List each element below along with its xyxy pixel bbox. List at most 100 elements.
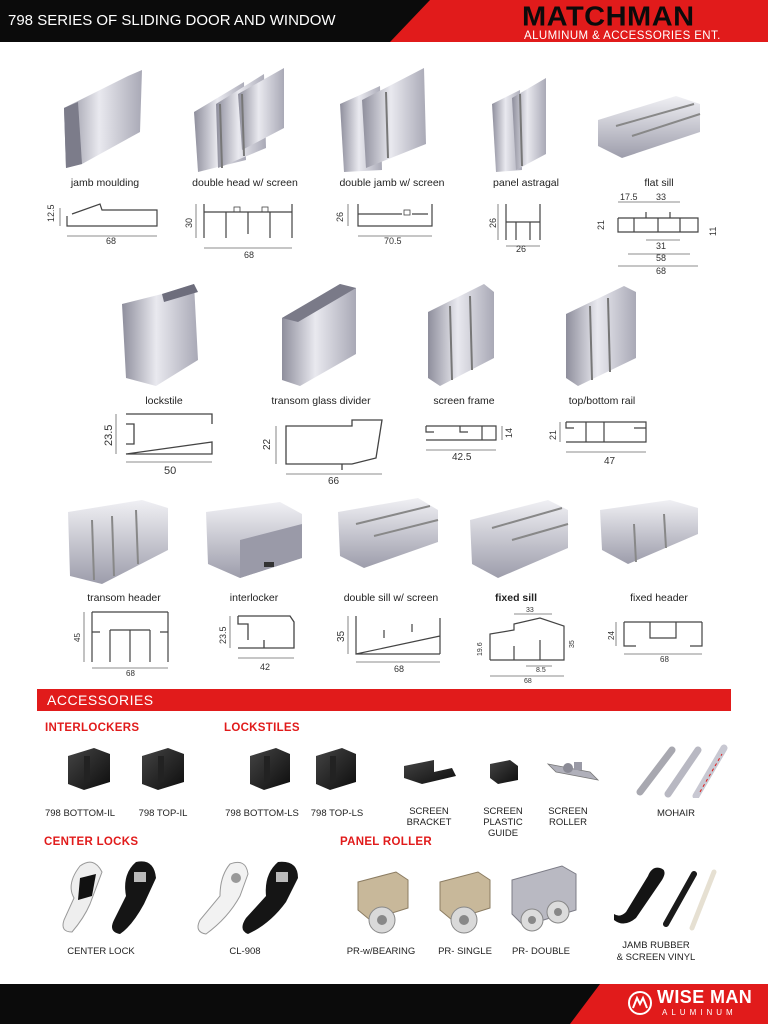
screen-plastic-guide-image [490,760,518,784]
lockstiles-heading: LOCKSTILES [224,722,300,734]
svg-text:35: 35 [336,630,347,642]
interlockers-heading: INTERLOCKERS [45,722,140,734]
svg-text:23.5: 23.5 [103,425,115,446]
svg-text:31: 31 [656,241,666,251]
svg-text:42.5: 42.5 [452,452,472,463]
pr-single-image [439,871,491,934]
footer-brand: WISE MAN [657,987,753,1007]
flat-sill-label: flat sill [644,177,674,189]
footer-red-wedge [570,984,768,1024]
fixed-sill-label: fixed sill [494,592,537,604]
svg-text:23.5: 23.5 [218,626,228,644]
screen-roller-label: SCREEN ROLLER [548,806,588,828]
double-sill-label: double sill w/ screen [343,592,439,604]
center-locks-heading: CENTER LOCKS [44,836,139,848]
svg-text:33: 33 [656,192,666,202]
transom-header-drawing: 45 68 [73,611,169,678]
screen-bracket-image [404,760,456,784]
screen-frame-image [428,284,494,386]
svg-text:14: 14 [504,428,514,438]
panel-roller-heading: PANEL ROLLER [340,836,432,848]
lockstile-label: lockstile [145,395,183,407]
svg-text:35: 35 [569,640,576,648]
svg-text:12.5: 12.5 [46,204,56,222]
svg-text:68: 68 [524,678,532,685]
double-head-drawing: 30 68 [184,204,293,260]
double-head-label: double head w/ screen [192,177,298,189]
bottom-il-image [68,748,110,790]
svg-text:30: 30 [184,218,194,228]
interlocker-label: interlocker [229,592,279,604]
top-bottom-rail-drawing: 21 47 [548,421,647,467]
interlocker-drawing: 23.5 42 [218,615,295,672]
svg-text:26: 26 [516,244,526,254]
flat-sill-image [598,96,701,158]
panel-astragal-label: panel astragal [493,177,559,189]
transom-header-image [68,500,168,584]
top-il-image [142,748,184,790]
jamb-rubber-image [614,867,717,931]
svg-text:22: 22 [262,438,273,450]
svg-text:68: 68 [394,664,404,674]
svg-text:45: 45 [73,633,82,642]
double-sill-image [338,498,439,568]
mohair-label: MOHAIR [657,808,695,819]
svg-text:68: 68 [106,236,116,246]
top-ls-label: 798 TOP-LS [310,808,364,819]
svg-text:68: 68 [656,266,666,276]
svg-text:21: 21 [596,220,606,230]
svg-text:8.5: 8.5 [536,667,546,674]
top-bottom-rail-image [566,286,636,386]
interlocker-image [206,502,302,578]
double-head-image [194,68,284,172]
pr-single-label: PR- SINGLE [438,946,492,957]
svg-text:68: 68 [126,669,135,678]
double-jamb-image [340,68,426,172]
transom-glass-divider-label: transom glass divider [271,395,371,407]
svg-text:17.5: 17.5 [620,192,638,202]
fixed-sill-drawing: 33 19.6 35 8.5 68 [477,607,576,685]
top-ls-image [316,748,356,790]
cl-908-image [197,861,298,935]
brand-subtitle: ALUMINUM & ACCESSORIES ENT. [524,30,721,42]
double-sill-drawing: 35 68 [336,616,441,674]
page-title: 798 SERIES OF SLIDING DOOR AND WINDOW [8,12,336,29]
pr-double-label: PR- DOUBLE [511,946,571,957]
pr-w-bearing-image [357,871,409,934]
screen-plastic-guide-label: SCREEN PLASTIC GUIDE [483,806,523,839]
svg-text:50: 50 [164,465,176,477]
svg-text:68: 68 [244,250,254,260]
svg-text:19.6: 19.6 [477,642,484,656]
screen-bracket-label: SCREEN BRACKET [406,806,452,828]
svg-text:47: 47 [604,456,616,467]
footer-brand-sub: ALUMINUM [662,1008,737,1017]
wiseman-logo-icon [628,991,652,1015]
flat-sill-drawing: 17.5 33 21 11 31 58 68 [596,192,718,276]
accessories-bar: ACCESSORIES [37,689,731,711]
brand-logo: MATCHMAN [522,1,695,33]
transom-glass-divider-image [282,284,356,386]
svg-text:68: 68 [660,655,669,664]
bottom-il-label: 798 BOTTOM-IL [44,808,116,819]
screen-frame-drawing: 14 42.5 [425,425,514,463]
jamb-moulding-label: jamb moulding [70,177,140,189]
bottom-ls-label: 798 BOTTOM-LS [225,808,299,819]
center-lock-label: CENTER LOCK [67,946,135,957]
lockstile-drawing: 23.5 50 [103,413,213,477]
svg-text:70.5: 70.5 [384,236,402,246]
bottom-ls-image [250,748,290,790]
accessories-title: ACCESSORIES [47,692,154,708]
transom-glass-divider-drawing: 22 66 [262,419,383,487]
svg-text:66: 66 [328,476,340,487]
center-lock-image [62,861,156,934]
fixed-header-label: fixed header [630,592,688,604]
panel-astragal-drawing: 26 26 [488,204,541,254]
svg-text:21: 21 [548,430,558,440]
svg-text:26: 26 [488,218,498,228]
jamb-moulding-image [64,70,142,168]
fixed-header-image [600,500,698,564]
double-jamb-drawing: 26 70.5 [335,204,433,246]
top-il-label: 798 TOP-IL [138,808,188,819]
svg-text:42: 42 [260,662,270,672]
svg-text:24: 24 [607,631,616,640]
